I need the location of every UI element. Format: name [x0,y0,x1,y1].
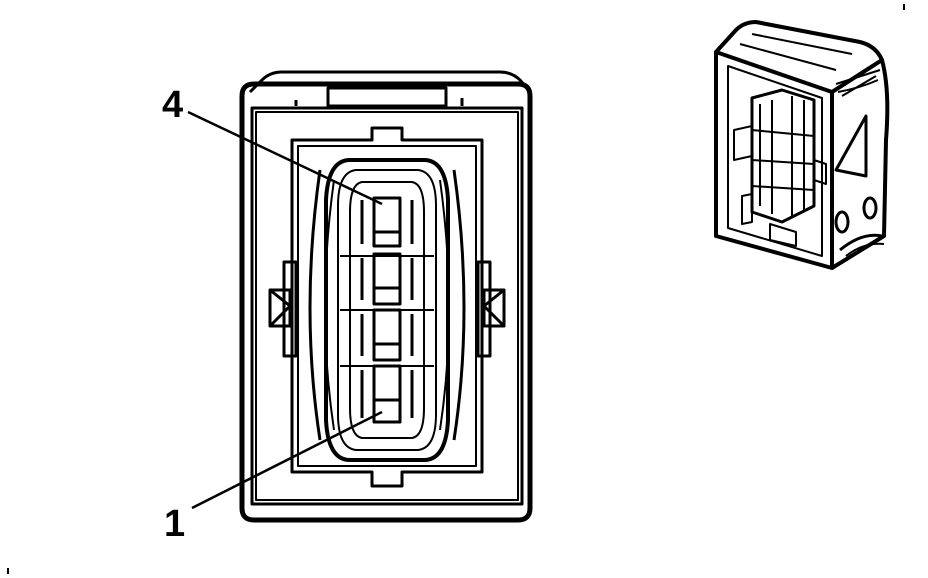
iso-side-face [830,58,890,270]
connector-front-view [239,70,533,523]
housing-top-ridge [248,70,532,94]
leader-line-pin-4 [187,110,383,206]
right-side-clip [476,260,506,358]
terminal-cavity [324,158,450,462]
callout-label-pin-4: 4 [162,84,183,126]
terminal-pin-3 [360,252,414,306]
callout-label-pin-1: 1 [164,503,185,545]
terminal-pin-4 [360,196,414,248]
left-side-clip [268,260,298,358]
terminal-pin-1 [360,364,414,424]
connector-isometric-view [714,20,890,270]
terminal-pin-2 [360,308,414,362]
socket-recess [290,126,484,488]
leader-line-pin-1 [191,410,383,510]
top-latch [326,86,448,108]
iso-top-face [714,20,884,94]
inner-bezel [250,106,524,506]
